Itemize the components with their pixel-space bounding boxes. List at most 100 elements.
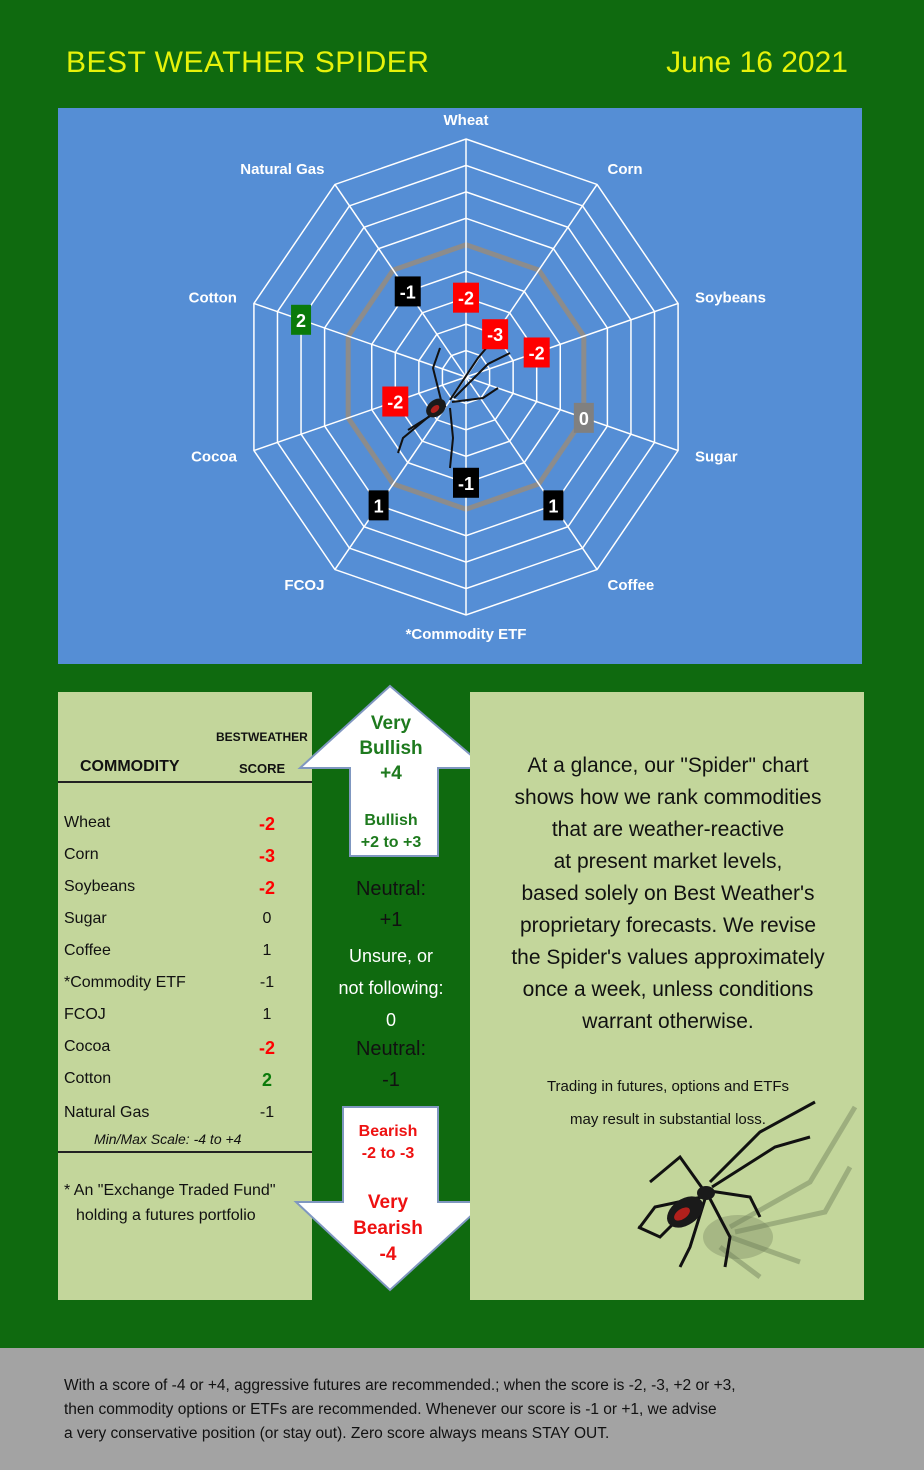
very-bearish-line-2: Bearish — [353, 1218, 423, 1239]
footer-line-1: With a score of -4 or +4, aggressive fut… — [64, 1377, 736, 1394]
description-line: the Spider's values approximately — [511, 946, 825, 969]
score-row: FCOJ 1 — [64, 1006, 304, 1024]
neutral-pos-value: +1 — [379, 909, 403, 931]
data-label: -3 — [487, 325, 503, 345]
bullish-line-1: Bullish — [364, 812, 418, 829]
axis-label: *Commodity ETF — [406, 626, 527, 643]
neutral-neg-value: -1 — [382, 1069, 400, 1091]
bearish-arrow — [293, 1106, 489, 1292]
spider-illustration-icon — [637, 1100, 858, 1279]
axis-label: Wheat — [444, 112, 489, 129]
score-header-top: BESTWEATHER — [216, 730, 308, 744]
unsure-line-2: not following: — [338, 978, 444, 998]
description-line: At a glance, our "Spider" chart — [527, 754, 809, 777]
description-line: based solely on Best Weather's — [521, 882, 815, 905]
score-row: *Commodity ETF -1 — [64, 974, 304, 992]
neutral-positive-label: Neutral: +1 — [311, 874, 471, 936]
very-bearish-label: Very Bearish -4 — [308, 1190, 468, 1268]
footer-text: With a score of -4 or +4, aggressive fut… — [64, 1374, 864, 1446]
commodity-name: *Commodity ETF — [64, 974, 186, 991]
description-line: proprietary forecasts. We revise — [519, 914, 817, 937]
bearish-range: -2 to -3 — [361, 1145, 415, 1162]
unsure-value: 0 — [385, 1010, 396, 1030]
score-row: Soybeans -2 — [64, 878, 304, 898]
axis-label: Corn — [608, 161, 643, 178]
web-spoke — [465, 302, 679, 378]
axis-label: FCOJ — [284, 577, 324, 594]
axis-label: Soybeans — [695, 290, 766, 307]
data-label: 0 — [579, 409, 589, 429]
commodity-score: -3 — [258, 846, 275, 866]
spider-leg — [453, 352, 511, 399]
commodity-name: Cotton — [64, 1070, 112, 1087]
commodity-name: Coffee — [64, 942, 111, 959]
footnote-line-2: holding a futures portfolio — [76, 1207, 256, 1224]
data-label: 1 — [548, 496, 558, 516]
footnote-line-1: * An "Exchange Traded Fund" — [64, 1182, 276, 1199]
axis-label: Coffee — [608, 577, 655, 594]
unsure-line-1: Unsure, or — [348, 946, 434, 966]
very-bullish-line-1: Very — [370, 713, 412, 734]
very-bearish-value: -4 — [379, 1244, 397, 1265]
header-divider — [58, 781, 312, 783]
data-label-box — [453, 467, 479, 498]
commodity-score: -2 — [258, 878, 275, 898]
very-bullish-value: +4 — [380, 763, 402, 784]
commodity-score: -1 — [259, 1104, 275, 1121]
data-label-box — [368, 490, 389, 521]
footer-line-2: then commodity options or ETFs are recom… — [64, 1401, 717, 1418]
web-spoke — [465, 376, 679, 452]
description-panel: At a glance, our "Spider" chart shows how… — [470, 692, 864, 1300]
data-label-box — [382, 386, 409, 417]
scale-note: Min/Max Scale: -4 to +4 — [94, 1131, 242, 1147]
score-row: Natural Gas-1 — [64, 1104, 304, 1122]
data-label-box — [394, 276, 421, 307]
very-bearish-line-1: Very — [367, 1192, 409, 1213]
description-line: at present market levels, — [553, 850, 783, 873]
commodity-name: Wheat — [64, 814, 111, 831]
commodity-name: Cocoa — [64, 1038, 111, 1055]
data-label-box — [453, 282, 479, 313]
data-label: -1 — [400, 282, 416, 302]
page-date: June 16 2021 — [666, 46, 848, 79]
score-row: Corn -3 — [64, 846, 304, 866]
commodity-name: Corn — [64, 846, 99, 863]
table-divider — [58, 1151, 312, 1153]
data-label: -2 — [387, 393, 403, 413]
description-text: At a glance, our "Spider" chart shows how… — [482, 750, 854, 1038]
score-header: SCORE — [239, 761, 286, 776]
commodity-score: -2 — [258, 814, 275, 834]
commodity-score: -1 — [259, 974, 275, 991]
footer-line-3: a very conservative position (or stay ou… — [64, 1425, 610, 1442]
bearish-label: Bearish -2 to -3 — [308, 1121, 468, 1165]
data-label: -2 — [458, 289, 474, 309]
commodity-score: 1 — [262, 1006, 272, 1023]
commodity-name: Soybeans — [64, 878, 136, 895]
web-spoke — [253, 302, 467, 378]
spider-leg — [431, 347, 443, 405]
axis-label: Cocoa — [191, 448, 238, 465]
data-label-box — [543, 490, 564, 521]
spider-leg — [451, 387, 499, 403]
bullish-label: Bullish +2 to +3 — [311, 810, 471, 854]
bullish-range: +2 to +3 — [360, 834, 422, 851]
commodity-name: FCOJ — [64, 1006, 106, 1023]
bearish-line-1: Bearish — [358, 1123, 418, 1140]
center-spider-icon — [397, 333, 511, 469]
axis-label: Cotton — [189, 290, 237, 307]
axis-label: Natural Gas — [240, 161, 324, 178]
score-row: Cotton 2 — [64, 1070, 304, 1090]
web-spoke — [465, 376, 598, 570]
spider-mark — [430, 405, 440, 413]
data-label-box — [482, 319, 509, 350]
data-label: -1 — [458, 474, 474, 494]
data-label: -2 — [529, 343, 545, 363]
description-line: shows how we rank commodities — [514, 786, 822, 809]
score-row: Cocoa -2 — [64, 1038, 304, 1058]
commodity-score: -2 — [258, 1038, 275, 1058]
commodity-score: 2 — [261, 1070, 272, 1090]
